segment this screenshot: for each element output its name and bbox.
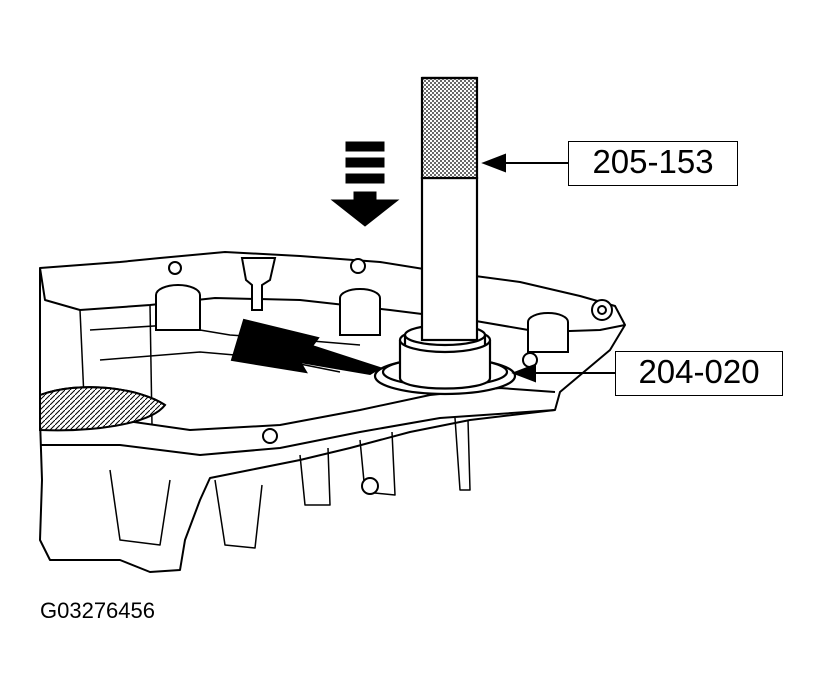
leader-lines — [481, 153, 615, 383]
breather-tube — [240, 257, 277, 311]
callout-205-153: 205-153 — [568, 141, 738, 186]
location-arrow-icon — [230, 318, 383, 376]
press-direction-arrow-icon — [330, 141, 400, 227]
figure-id: G03276456 — [40, 598, 155, 623]
drum-component — [39, 386, 167, 432]
callout-204-020: 204-020 — [615, 351, 783, 396]
driver-handle — [420, 76, 479, 342]
bolt-bosses — [155, 258, 613, 495]
